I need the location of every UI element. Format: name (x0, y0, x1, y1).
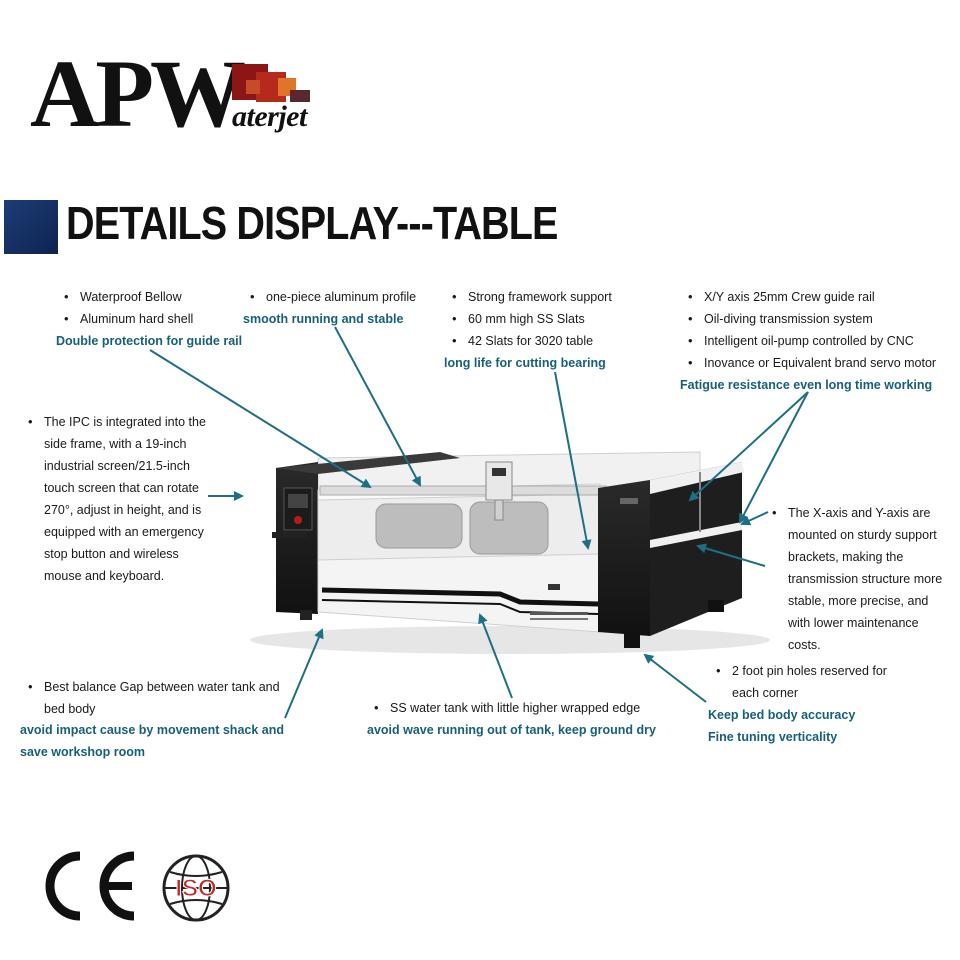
highlight-aluminum-profile: smooth running and stable (243, 312, 404, 326)
machine-front-wall (317, 493, 601, 575)
machine-foot (624, 634, 640, 648)
highlight-framework: long life for cutting bearing (444, 356, 606, 370)
logo-apw-text: APW (30, 40, 246, 147)
ce-mark-label: CE (42, 846, 44, 847)
list-item: The X-axis and Y-axis are mounted on stu… (768, 502, 954, 656)
callout-transmission: X/Y axis 25mm Crew guide rail Oil-diving… (684, 286, 936, 374)
highlight-balance-gap-1: avoid impact cause by movement shack and (20, 723, 284, 737)
callout-ipc: The IPC is integrated into the side fram… (24, 411, 210, 587)
list-item: Aluminum hard shell (60, 308, 193, 330)
machine-front-panel (317, 553, 601, 633)
list-item: SS water tank with little higher wrapped… (370, 697, 640, 719)
machine-tank-inner (317, 483, 601, 573)
highlight-balance-gap-2: save workshop room (20, 745, 146, 759)
list-item: Intelligent oil-pump controlled by CNC (684, 330, 936, 352)
logo-subtitle: aterjet (232, 100, 307, 133)
machine-shadow (250, 626, 770, 654)
list-item: X/Y axis 25mm Crew guide rail (684, 286, 936, 308)
list-item: Oil-diving transmission system (684, 308, 936, 330)
callout-guide-rail: Waterproof Bellow Aluminum hard shell (60, 286, 193, 330)
machine-left-frame (276, 462, 318, 614)
logo-squares-icon (232, 64, 310, 102)
ce-mark-icon: CE (42, 846, 135, 921)
machine-back-wall (317, 451, 701, 501)
machine-control-panel (283, 487, 313, 531)
list-item: Strong framework support (448, 286, 612, 308)
heading-accent-block (4, 200, 58, 254)
callout-aluminum-profile: one-piece aluminum profile (246, 286, 416, 308)
list-item: 42 Slats for 3020 table (448, 330, 612, 352)
list-item: Inovance or Equivalent brand servo motor (684, 352, 936, 374)
list-item: 2 foot pin holes reserved for each corne… (712, 660, 912, 704)
callout-balance-gap: Best balance Gap between water tank and … (24, 676, 280, 720)
iso-mark-icon: ISO (162, 854, 230, 922)
callout-axis-brackets: The X-axis and Y-axis are mounted on stu… (768, 502, 954, 656)
list-item: 60 mm high SS Slats (448, 308, 612, 330)
highlight-guide-rail: Double protection for guide rail (56, 334, 243, 348)
iso-mark-label: ISO (175, 875, 216, 902)
highlight-transmission: Fatigue resistance even long time workin… (680, 378, 933, 392)
highlight-foot-pin-2: Fine tuning verticality (708, 730, 838, 744)
callout-framework: Strong framework support 60 mm high SS S… (448, 286, 612, 352)
callout-foot-pin: 2 foot pin holes reserved for each corne… (712, 660, 912, 704)
machine-right-frame (598, 480, 650, 636)
highlight-water-tank: avoid wave running out of tank, keep gro… (367, 723, 656, 737)
list-item: Best balance Gap between water tank and … (24, 676, 280, 720)
list-item: The IPC is integrated into the side fram… (24, 411, 210, 587)
list-item: one-piece aluminum profile (246, 286, 416, 308)
machine-gantry (319, 485, 607, 496)
highlight-foot-pin-1: Keep bed body accuracy (708, 708, 856, 722)
list-item: Waterproof Bellow (60, 286, 193, 308)
page-title: DETAILS DISPLAY---TABLE (66, 197, 558, 249)
callout-water-tank: SS water tank with little higher wrapped… (370, 697, 640, 719)
machine-cutting-head (485, 461, 513, 501)
